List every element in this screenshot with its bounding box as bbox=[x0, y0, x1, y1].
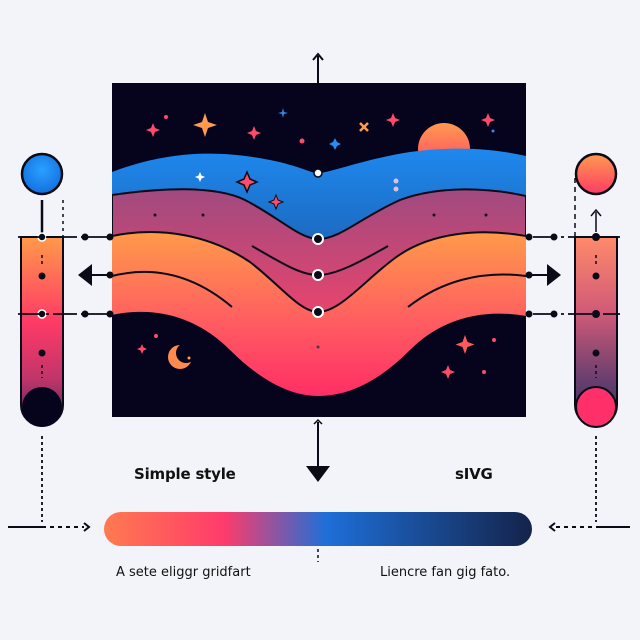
stars-icon bbox=[146, 108, 495, 150]
right-title-label: sIVG bbox=[455, 465, 493, 483]
left-swatch[interactable] bbox=[20, 152, 64, 427]
left-caption: A sete eliggr gridfart bbox=[116, 565, 251, 580]
orange-circle-icon bbox=[574, 152, 618, 196]
blue-circle-icon bbox=[20, 152, 64, 196]
left-connectors bbox=[8, 233, 114, 532]
left-arrow-icon bbox=[78, 264, 92, 286]
right-caption: Lienсre fan gig fato. bbox=[380, 565, 511, 580]
bottom-arrow-icon bbox=[306, 418, 330, 482]
gradient-bar[interactable] bbox=[104, 512, 532, 546]
left-title-label: Simple style bbox=[134, 465, 236, 483]
wave-landscape-scene bbox=[112, 83, 526, 417]
right-connectors bbox=[525, 233, 630, 532]
top-arrow-icon bbox=[312, 52, 324, 83]
right-swatch[interactable] bbox=[574, 152, 618, 428]
moon-icon bbox=[168, 343, 196, 369]
right-arrow-icon bbox=[547, 264, 561, 286]
center-handles[interactable] bbox=[312, 168, 324, 318]
